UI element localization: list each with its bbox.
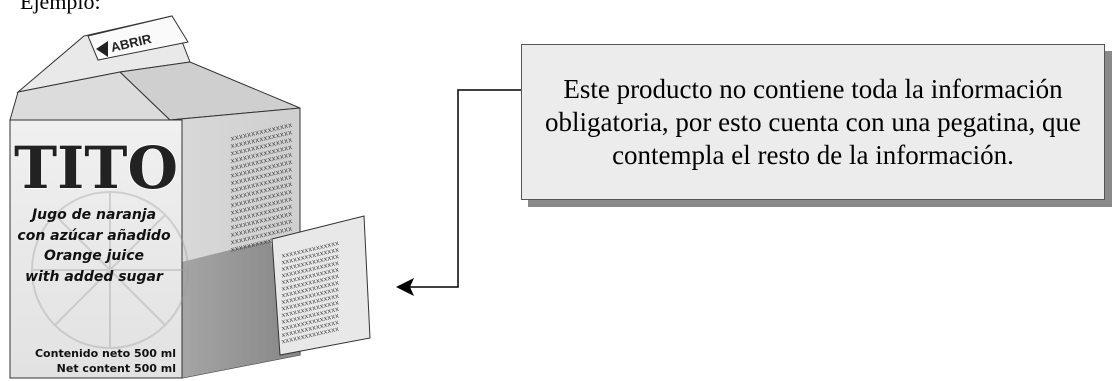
pointer-arrow-icon — [396, 278, 414, 296]
tab-arrow-icon — [96, 41, 108, 57]
product-line-2: con azúcar añadido — [17, 228, 171, 244]
juice-carton-illustration: ABRIR TITO Jugo de naranja con azúcar añ… — [9, 15, 521, 379]
carton-front-panel — [9, 119, 183, 379]
carton-side-shadow — [182, 240, 300, 378]
product-line-1: Jugo de naranja — [29, 207, 156, 223]
connector-line — [410, 89, 521, 288]
callout-text: Este producto no contiene toda la inform… — [544, 73, 1082, 170]
example-label: Ejemplo: — [20, 0, 101, 14]
product-line-4: with added sugar — [25, 269, 164, 285]
product-line-3: Orange juice — [44, 248, 144, 264]
carton-tab — [87, 15, 189, 61]
side-pattern-text: xxxxxxxxxxxxxxxxxxxxxxxxxxxxxxxxxxxxxxxx… — [230, 121, 293, 254]
orange-slice-decoration — [31, 191, 189, 349]
net-content-spanish: Contenido neto 500 ml — [35, 347, 176, 360]
callout-box: Este producto no contiene toda la inform… — [521, 44, 1105, 200]
sticker-pattern-text: xxxxxxxxxxxxxxxxxxxxxxxxxxxxxxxxxxxxxxxx… — [281, 239, 340, 346]
net-content-english: Net content 500 ml — [57, 362, 176, 375]
sticker — [271, 215, 371, 356]
brand-name: TITO — [14, 134, 178, 202]
